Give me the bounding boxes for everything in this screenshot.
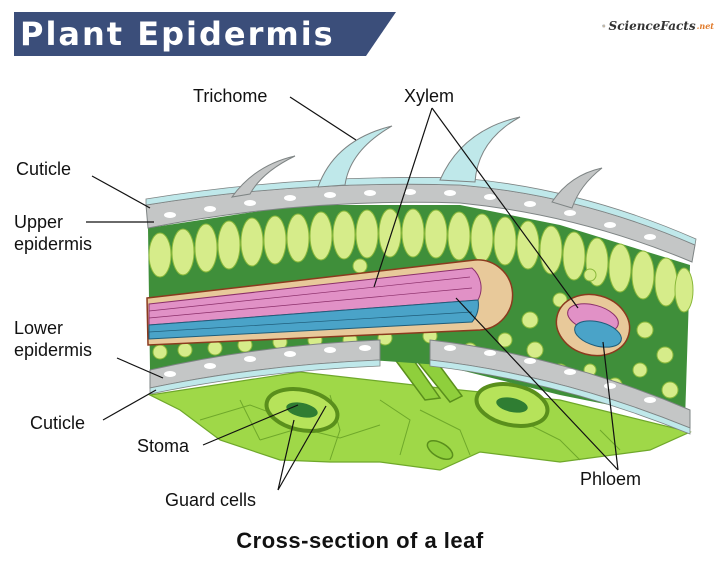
logo-suffix: .net [696,21,714,31]
logo-text: ScienceFacts [608,19,696,33]
lower-epidermis [149,339,691,435]
vascular-bundle-longitudinal [146,259,514,346]
label-trichome: Trichome [193,86,268,106]
palisade-layer [148,208,694,313]
leader-lines [86,96,619,491]
label-upper-epidermis-line1: Upper [14,212,64,232]
title-banner: Plant Epidermis [14,12,396,56]
diagram-caption: Cross-section of a leaf [236,528,484,553]
sciencefacts-logo[interactable]: ScienceFacts .net [602,14,714,38]
atom-icon [602,24,606,28]
label-lower-epidermis-line1: Lower [14,318,64,338]
label-stoma: Stoma [137,436,190,456]
trichomes [230,116,603,209]
vascular-bundle-cross-section [555,293,631,357]
label-xylem: Xylem [404,86,455,106]
label-phloem: Phloem [580,469,642,489]
label-cuticle-bottom: Cuticle [30,413,86,433]
label-lower-epidermis-line2: epidermis [14,340,93,360]
label-cuticle-top: Cuticle [16,159,72,179]
page-title: Plant Epidermis [20,15,335,53]
label-guard-cells: Guard cells [165,490,257,510]
banner-shape [14,12,396,56]
stoma-right [474,382,550,428]
label-upper-epidermis-line2: epidermis [14,234,93,254]
